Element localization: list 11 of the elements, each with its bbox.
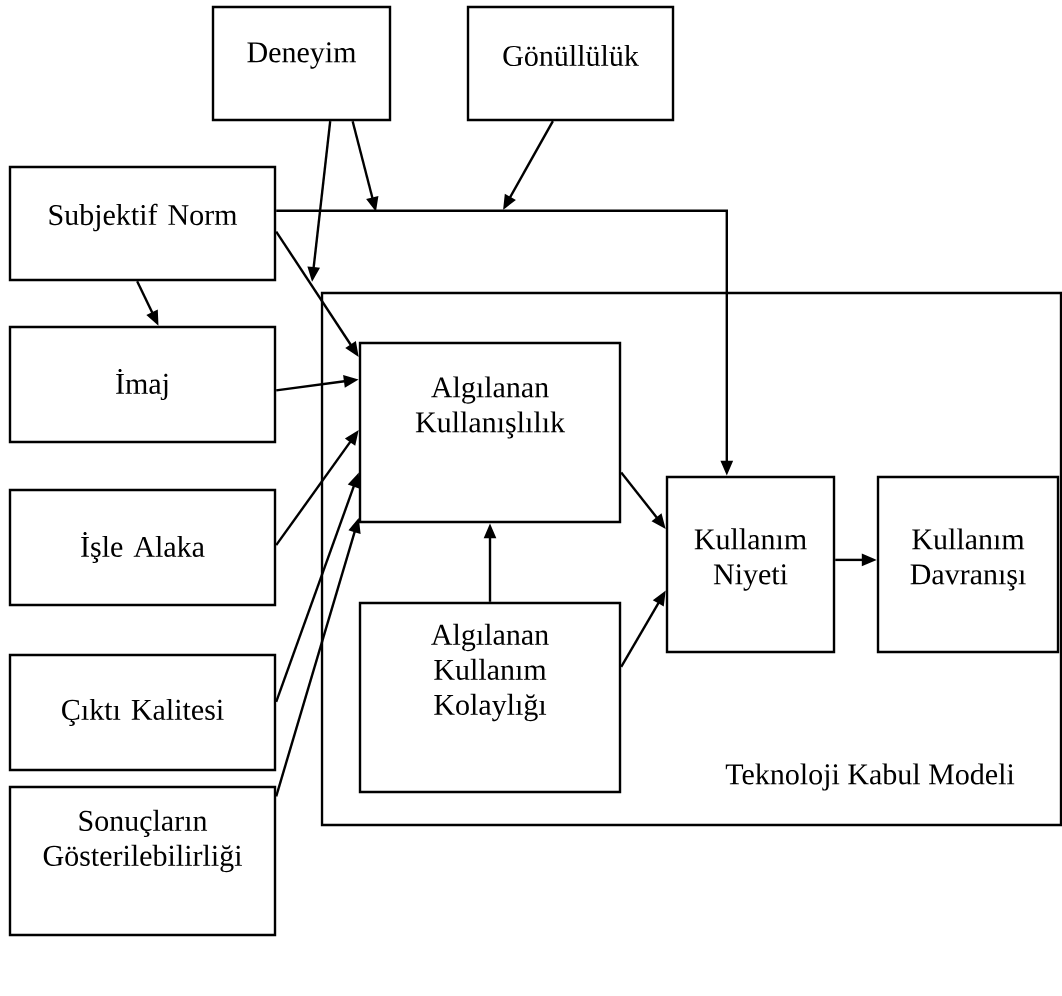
concept-box: Çıktı Kalitesi [8, 653, 277, 772]
concept-box: Gönüllülük [466, 5, 675, 122]
concept-box: Subjektif Norm [8, 165, 277, 282]
concept-box: İşle Alaka [8, 488, 277, 607]
concept-box: Algılanan Kullanışlılık [358, 341, 622, 524]
concept-box: Sonuçların Gösterilebilirliği [8, 785, 277, 937]
concept-box: Deneyim [211, 5, 392, 122]
concept-box: Kullanım Niyeti [665, 475, 836, 654]
concept-box: Kullanım Davranışı [876, 475, 1060, 654]
concept-box: İmaj [8, 325, 277, 444]
concept-box: Algılanan Kullanım Kolaylığı [358, 601, 622, 794]
